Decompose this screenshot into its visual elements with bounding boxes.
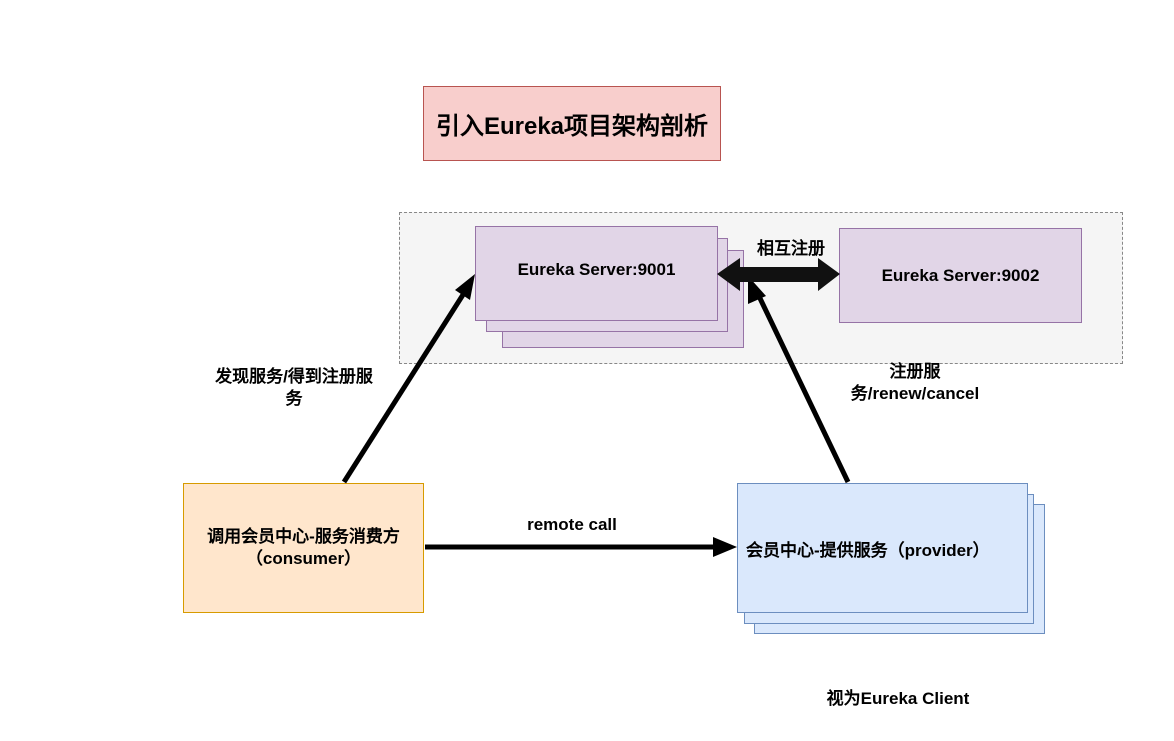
remote-call-arrowhead	[713, 537, 737, 557]
diagram-title-text: 引入Eureka项目架构剖析	[435, 113, 709, 140]
register-edge-label: 注册服 务/renew/cancel	[830, 361, 1000, 405]
register-arrowhead	[748, 276, 766, 304]
eureka-server-9002[interactable]: Eureka Server:9002	[839, 228, 1082, 323]
discover-edge-label: 发现服务/得到注册服 务	[196, 366, 392, 410]
discover-arrowhead	[455, 274, 475, 300]
server-9001-label: Eureka Server:9001	[517, 259, 676, 279]
discover-edge	[341, 288, 469, 484]
server-9002-label: Eureka Server:9002	[881, 265, 1040, 285]
consumer-label-line2: （consumer）	[245, 549, 362, 568]
remote-call-label: remote call	[527, 515, 617, 534]
register-label-line2: 务/renew/cancel	[850, 384, 980, 403]
mutual-register-double-arrow	[717, 258, 840, 291]
mutual-register-label: 相互注册	[757, 239, 825, 258]
provider-node[interactable]: 会员中心-提供服务（provider）	[737, 483, 1028, 613]
provider-label: 会员中心-提供服务（provider）	[746, 540, 990, 560]
eureka-server-9001[interactable]: Eureka Server:9001	[475, 226, 718, 321]
register-label-line1: 注册服	[889, 362, 941, 381]
discover-label-line1: 发现服务/得到注册服	[215, 367, 373, 386]
discover-label-line2: 务	[285, 389, 303, 408]
consumer-node[interactable]: 调用会员中心-服务消费方 （consumer）	[183, 483, 424, 613]
eureka-client-note: 视为Eureka Client	[826, 689, 970, 708]
consumer-label-line1: 调用会员中心-服务消费方	[207, 527, 400, 546]
diagram-title: 引入Eureka项目架构剖析	[423, 86, 721, 161]
register-edge	[754, 290, 851, 484]
